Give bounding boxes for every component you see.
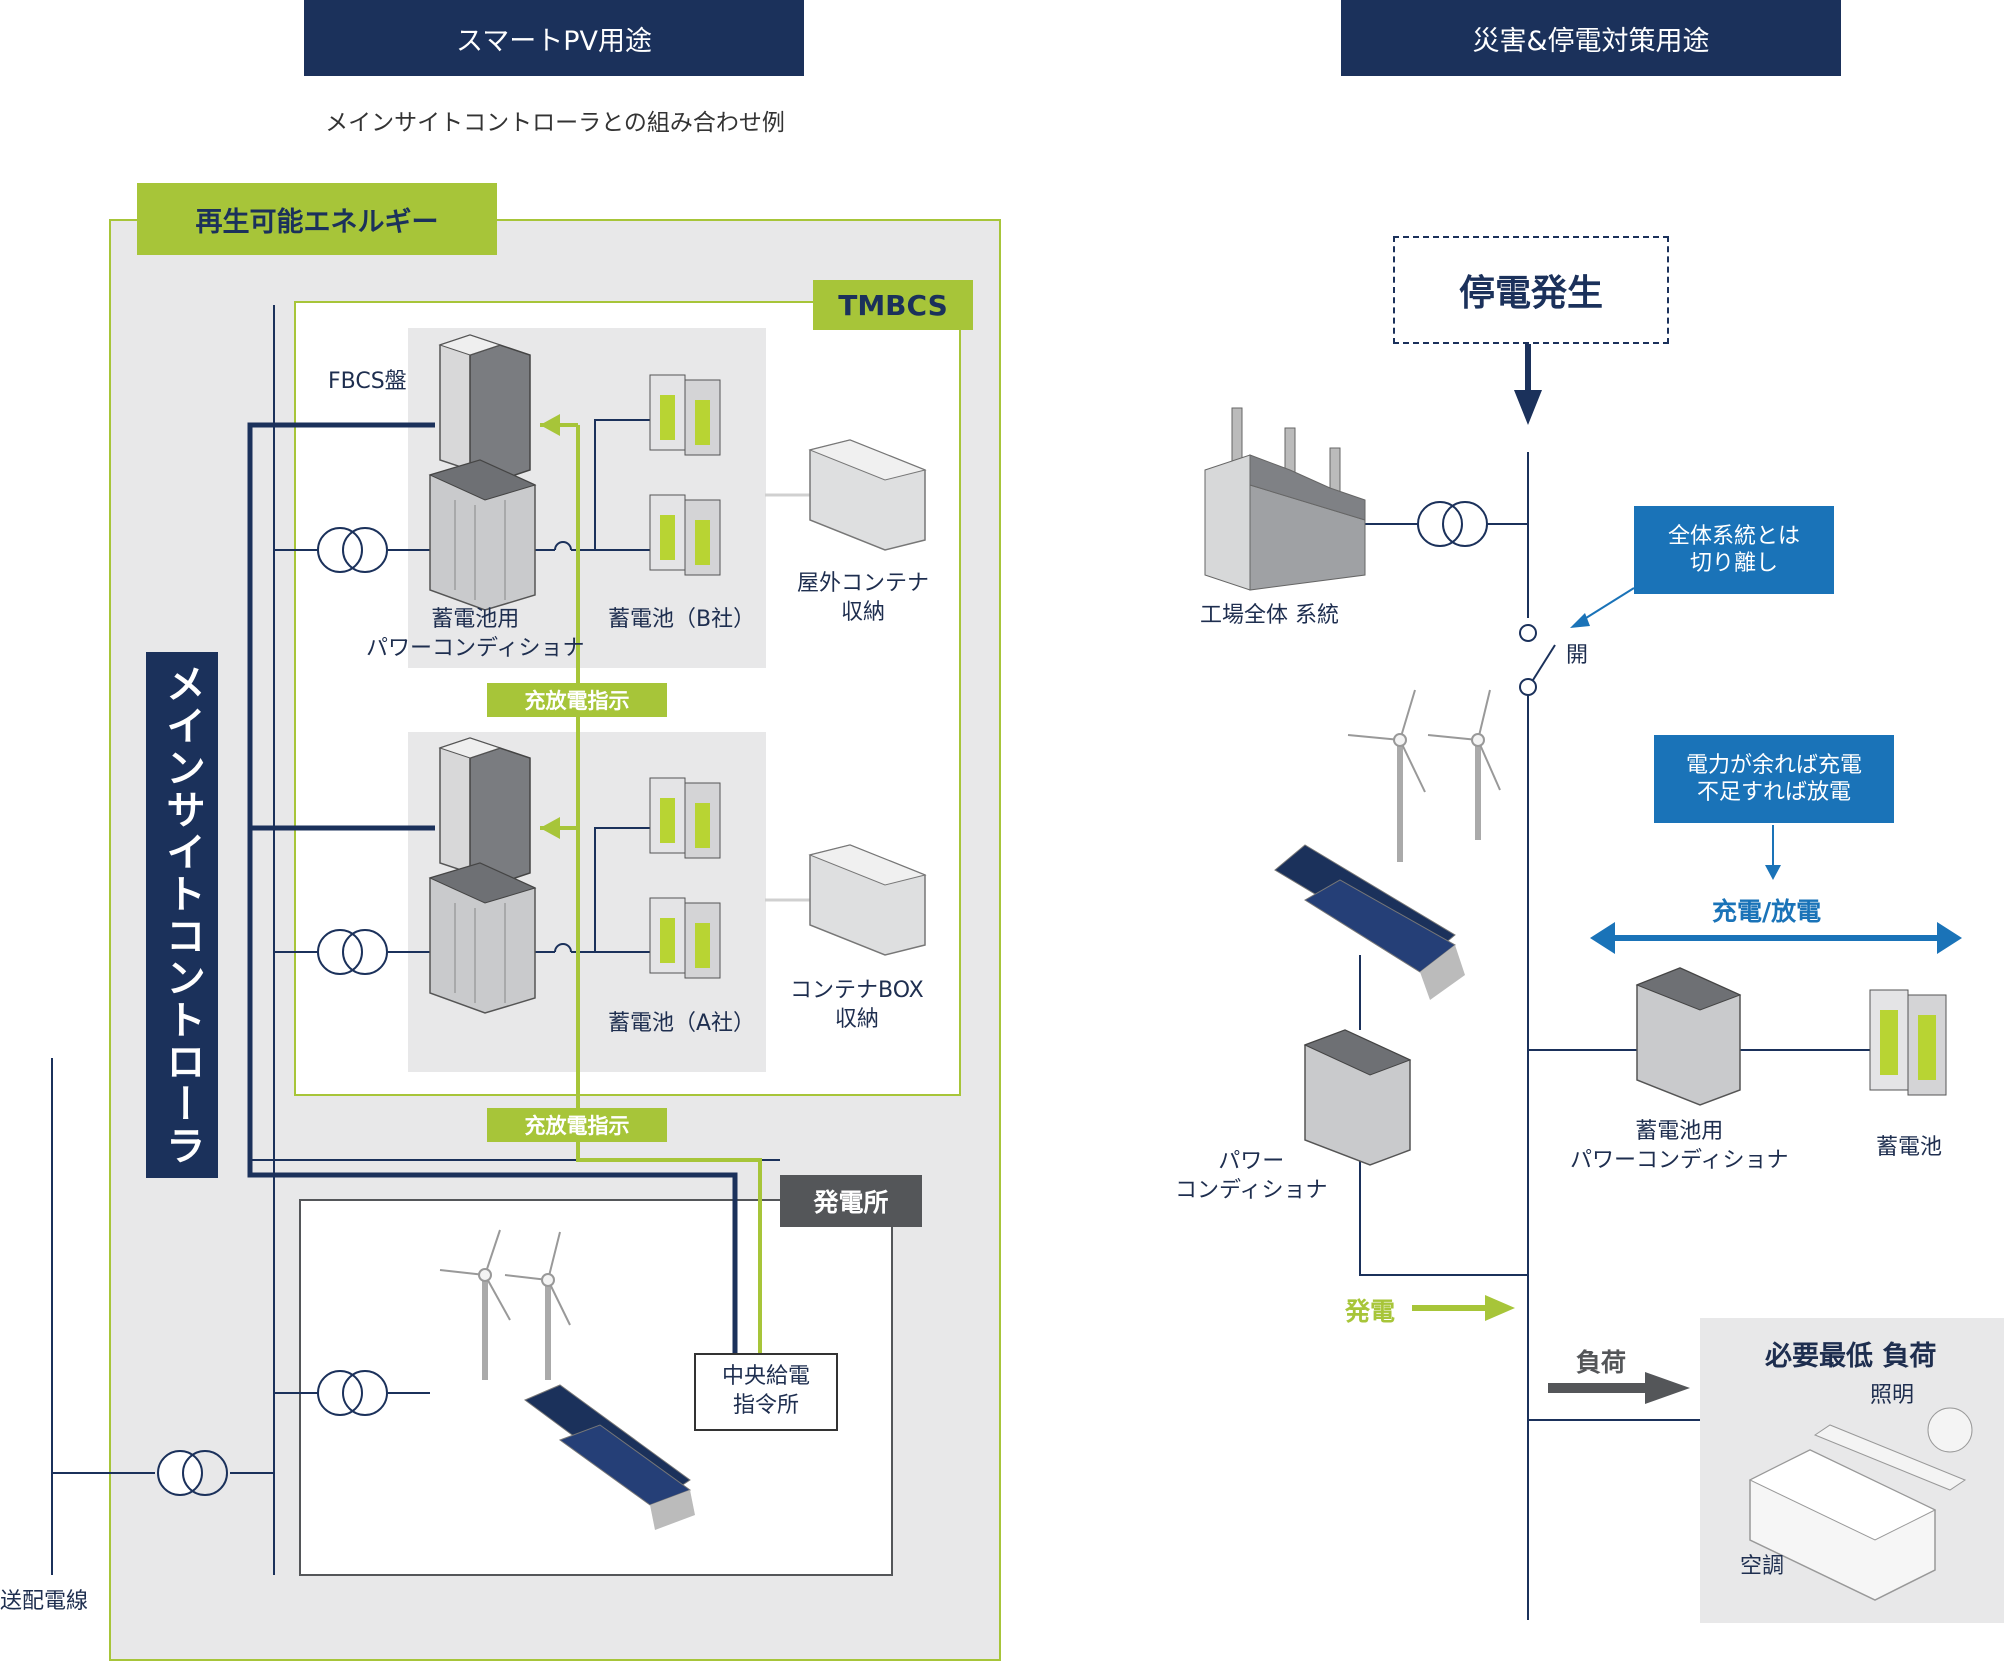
generation-label: 発電 bbox=[1345, 1297, 1396, 1326]
battery-pcs-line1: 蓄電池用 bbox=[1635, 1119, 1724, 1144]
pv-pcs-label: パワー コンディショナ bbox=[1175, 1148, 1327, 1205]
factory-label: 工場全体 系統 bbox=[1200, 603, 1339, 628]
pv-pcs-cabinet bbox=[1303, 1029, 1412, 1166]
load-label: 負荷 bbox=[1576, 1348, 1627, 1377]
outage-box: 停電発生 bbox=[1393, 236, 1669, 344]
renewable-label: 再生可能エネルギー bbox=[137, 183, 497, 255]
central-dispatch-box: 中央給電 指令所 bbox=[694, 1353, 838, 1431]
main-site-controller: メインサイトコントローラ bbox=[146, 652, 218, 1178]
battery-pcs-line2: パワーコンディショナ bbox=[1570, 1147, 1789, 1173]
battery-rack-right bbox=[1869, 989, 1947, 1096]
aircon-icon bbox=[1748, 1449, 1937, 1601]
central-line2: 指令所 bbox=[732, 1393, 799, 1418]
left-subtitle: メインサイトコントローラとの組み合わせ例 bbox=[325, 110, 785, 136]
lighting-icon bbox=[1813, 1407, 1973, 1491]
pcs-label-upper-line2: パワーコンディショナ bbox=[366, 635, 585, 661]
battery-rack-b-2 bbox=[649, 494, 721, 576]
lighting-label: 照明 bbox=[1870, 1383, 1915, 1408]
factory-building bbox=[1204, 407, 1366, 591]
charge-command-label-2: 充放電指示 bbox=[487, 1108, 667, 1142]
battery-rack-a-2 bbox=[649, 897, 721, 979]
tmbcs-label: TMBCS bbox=[813, 280, 973, 330]
fbcs-label: FBCS盤 bbox=[328, 369, 407, 394]
charge-discharge-label: 充電/放電 bbox=[1712, 897, 1822, 926]
left-header: スマートPV用途 bbox=[304, 0, 804, 76]
pcs-label-upper: 蓄電池用 パワーコンディショナ bbox=[366, 606, 584, 663]
box-container-label: コンテナBOX 収納 bbox=[790, 977, 924, 1034]
battery-a-label: 蓄電池（A社） bbox=[608, 1011, 756, 1036]
wind-turbines-right bbox=[1347, 689, 1501, 862]
wind-turbines-plant bbox=[439, 1229, 571, 1380]
fbcs-cabinet-upper bbox=[438, 334, 531, 481]
outdoor-container-label: 屋外コンテナ 収納 bbox=[797, 570, 929, 627]
pv-pcs-line1: パワー bbox=[1218, 1149, 1285, 1174]
pcs-label-upper-line1: 蓄電池用 bbox=[431, 607, 520, 632]
pv-pcs-line2: コンディショナ bbox=[1175, 1177, 1328, 1203]
solar-panels-right bbox=[1274, 844, 1465, 1000]
pcs-cabinet-upper bbox=[428, 459, 537, 611]
battery-rack-b-1 bbox=[649, 374, 721, 456]
switch-open-label: 開 bbox=[1566, 643, 1589, 668]
isolate-line2: 切り離し bbox=[1689, 551, 1778, 576]
pcs-cabinet-lower bbox=[428, 862, 537, 1014]
battery-pcs-label: 蓄電池用 パワーコンディショナ bbox=[1570, 1118, 1788, 1175]
surplus-line1: 電力が余れば充電 bbox=[1685, 752, 1862, 778]
fbcs-cabinet-lower bbox=[438, 737, 531, 884]
solar-panels-plant bbox=[524, 1384, 695, 1530]
surplus-line2: 不足すれば放電 bbox=[1696, 780, 1851, 805]
isolate-callout: 全体系統とは 切り離し bbox=[1634, 506, 1834, 594]
outdoor-container-line2: 収納 bbox=[841, 599, 886, 625]
isolate-line1: 全体系統とは bbox=[1667, 523, 1800, 549]
battery-right-label: 蓄電池 bbox=[1876, 1135, 1943, 1160]
outdoor-container-line1: 屋外コンテナ bbox=[797, 571, 930, 596]
grid-label: 送配電線 bbox=[0, 1589, 89, 1614]
powerplant-label: 発電所 bbox=[780, 1175, 922, 1227]
box-container-line2: 収納 bbox=[834, 1006, 879, 1032]
box-container-line1: コンテナBOX bbox=[790, 978, 924, 1003]
min-load-label: 必要最低 負荷 bbox=[1765, 1341, 1937, 1372]
right-header: 災害&停電対策用途 bbox=[1341, 0, 1841, 76]
battery-b-label: 蓄電池（B社） bbox=[608, 607, 756, 632]
outdoor-container bbox=[808, 439, 927, 551]
charge-command-label-1: 充放電指示 bbox=[487, 683, 667, 717]
battery-rack-a-1 bbox=[649, 777, 721, 859]
box-container bbox=[808, 844, 927, 956]
central-line1: 中央給電 bbox=[721, 1364, 810, 1390]
battery-pcs-cabinet bbox=[1635, 967, 1742, 1106]
surplus-callout: 電力が余れば充電 不足すれば放電 bbox=[1654, 735, 1894, 823]
aircon-label: 空調 bbox=[1740, 1554, 1785, 1579]
